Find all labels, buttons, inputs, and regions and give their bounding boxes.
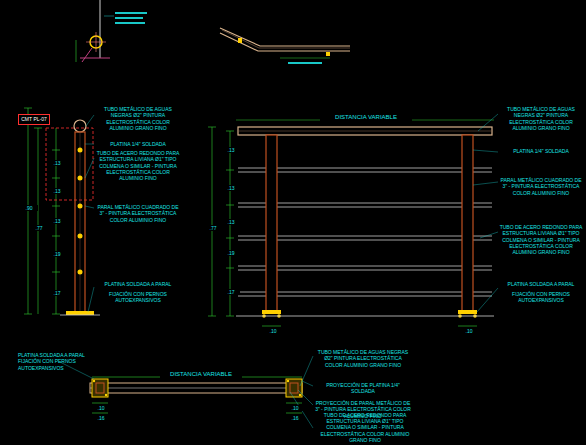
callout-note: TUBO DE ACERO REDONDO PARA ESTRUCTURA LI… <box>499 224 583 255</box>
dimension-label: .13 <box>222 147 240 153</box>
dimension-label: .17 <box>48 290 66 296</box>
callout-note: PROYECCIÓN DE PLATINA 1/4" SOLDADA <box>315 382 411 395</box>
front-elevation <box>208 114 498 326</box>
dimension-label: .19 <box>222 250 240 256</box>
view-heading: DISTANCIA VARIABLE <box>320 114 412 122</box>
callout-note: TUBO DE ACERO REDONDO PARA ESTRUCTURA LI… <box>96 150 180 181</box>
dimension-label: .17 <box>222 289 240 295</box>
dimension-label: .16 <box>92 415 110 421</box>
dimension-label: .13 <box>48 188 66 194</box>
callout-note: FIJACIÓN CON PERNOS AUTOEXPANSIVOS <box>96 291 180 304</box>
callout-note: TUBO DE ACERO REDONDO PARA ESTRUCTURA LI… <box>315 412 415 443</box>
callout-note: PLATINA SOLDADA A PARAL <box>499 281 583 287</box>
dimension-label: .13 <box>48 160 66 166</box>
callout-note: TUBO METÁLICO DE AGUAS NEGRAS Ø2" PINTUR… <box>315 349 411 368</box>
dimension-label: .10 <box>286 405 304 411</box>
dimension-label: .16 <box>286 415 304 421</box>
dimension-label: .10 <box>460 328 478 334</box>
dimension-label: .90 <box>20 205 38 211</box>
view-heading: DISTANCIA VARIABLE <box>160 371 242 379</box>
callout-note: PLATINA SOLDADA A PARAL FIJACIÓN CON PER… <box>18 352 90 371</box>
callout-note: PARAL METÁLICO CUADRADO DE 3" - PINTURA … <box>96 204 180 223</box>
callout-note: FIJACIÓN CON PERNOS AUTOEXPANSIVOS <box>499 291 583 304</box>
sheet-reference-box: CMT PL-07 <box>18 114 50 125</box>
callout-note: PLATINA 1/4" SOLDADA <box>96 141 180 147</box>
dimension-label: .13 <box>222 185 240 191</box>
callout-note: TUBO METÁLICO DE AGUAS NEGRAS Ø2" PINTUR… <box>96 106 180 131</box>
railing-plan <box>60 356 313 428</box>
callout-note: PLATINA SOLDADA A PARAL <box>96 281 180 287</box>
reference-text: CMT PL-07 <box>21 116 47 123</box>
dimension-label: .10 <box>264 328 282 334</box>
dimension-label: .13 <box>222 219 240 225</box>
connection-detail <box>76 0 147 62</box>
dimension-label: .77 <box>204 225 222 231</box>
dimension-label: .13 <box>48 218 66 224</box>
dimension-label: .10 <box>92 405 110 411</box>
callout-note: TUBO METÁLICO DE AGUAS NEGRAS Ø2" PINTUR… <box>499 106 583 131</box>
callout-note: PARAL METÁLICO CUADRADO DE 3" - PINTURA … <box>499 177 583 196</box>
handrail-plan <box>220 28 350 64</box>
dimension-label: .77 <box>30 225 48 231</box>
callout-note: PLATINA 1/4" SOLDADA <box>499 148 583 154</box>
dimension-label: .19 <box>48 251 66 257</box>
side-elevation <box>24 108 100 315</box>
